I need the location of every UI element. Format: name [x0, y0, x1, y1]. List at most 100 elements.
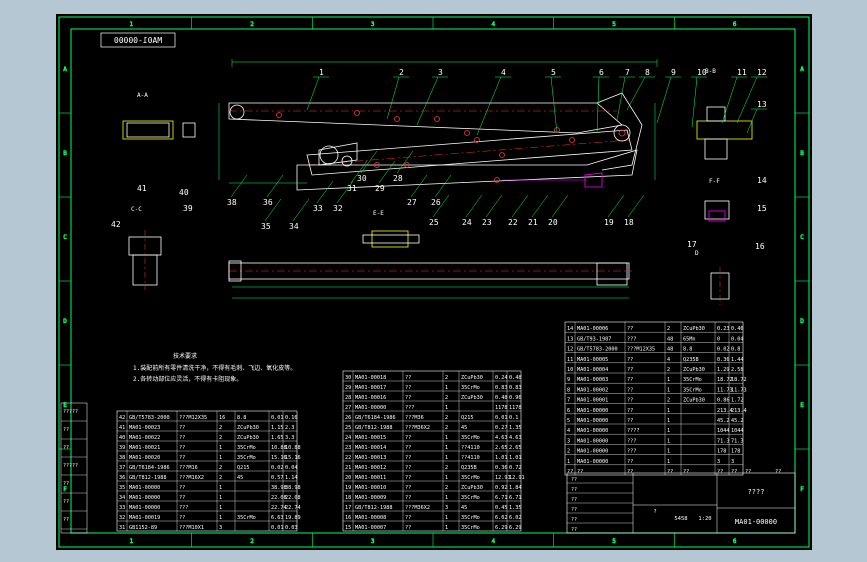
callout-number: 10 — [697, 68, 707, 77]
bom-cell: 1 — [445, 445, 448, 451]
bom-cell: MA01-00022 — [129, 435, 160, 441]
bom-cell: GB/T6184-1986 — [355, 415, 396, 421]
zone-col-label: 4 — [492, 538, 496, 545]
bom-cell: ?? — [627, 408, 633, 414]
bom-cell: 1 — [567, 459, 570, 465]
bom-cell: MA01-00021 — [129, 445, 160, 451]
bom-cell: ?? — [405, 485, 411, 491]
section-label: D — [695, 250, 699, 257]
bom-cell: 1 — [445, 515, 448, 521]
bom-cell: ???? — [627, 428, 640, 434]
bom-cell: 30 — [345, 375, 351, 381]
bom-cell: 15 — [345, 525, 351, 531]
bom-cell: 2 — [219, 475, 222, 481]
callout-number: 28 — [393, 174, 403, 183]
bom-cell: 1 — [445, 525, 448, 531]
bom-header-cell: ?? — [567, 469, 573, 475]
bom-cell: ?? — [405, 375, 411, 381]
bom-cell: 10 — [567, 367, 573, 373]
zone-col-label: 3 — [371, 21, 375, 28]
bom-cell: 178 — [731, 449, 740, 455]
bom-cell: MA01-00000 — [129, 485, 160, 491]
callout-number: 13 — [757, 100, 767, 109]
bom-cell: ?? — [627, 387, 633, 393]
bom-cell: 11.73 — [731, 387, 747, 393]
bom-cell: ZCuPb30 — [461, 485, 483, 491]
bom-cell: ??? — [179, 505, 188, 511]
bom-cell: ?? — [179, 445, 185, 451]
bom-cell: 22.74 — [271, 505, 287, 511]
bom-cell: MA01-00004 — [577, 367, 608, 373]
bom-cell: 3.3 — [285, 435, 294, 441]
title-row-label: ?? — [571, 477, 577, 483]
bom-cell: 0 — [717, 336, 720, 342]
main-assembly-view — [218, 59, 658, 191]
bom-cell: 1 — [667, 438, 670, 444]
bom-cell: 2 — [219, 435, 222, 441]
bom-cell: 0.46 — [731, 326, 744, 332]
bom-cell: 35CrMo — [461, 495, 480, 501]
bom-cell: 0.48 — [495, 395, 508, 401]
bom-cell: Q215 — [237, 465, 250, 471]
bom-cell: 0.1 — [509, 415, 518, 421]
bom-cell: 0.04 — [285, 465, 298, 471]
bom-cell: ???M12X35 — [179, 415, 207, 421]
bom-cell: 35CrMo — [683, 387, 702, 393]
bom-cell: 1044 — [717, 428, 730, 434]
bom-cell: 0.02 — [717, 347, 730, 353]
bom-cell: 6.02 — [509, 515, 522, 521]
bottom-elevation-view — [228, 260, 632, 299]
bom-cell: 8.8 — [237, 415, 246, 421]
bom-cell: MA01-00006 — [577, 326, 608, 332]
outer-frame — [58, 16, 810, 548]
bom-header-cell: ?? — [745, 469, 751, 475]
bom-cell: 178 — [717, 449, 726, 455]
section-view-cc — [128, 230, 162, 290]
bom-cell: ?? — [179, 435, 185, 441]
callout-number: 21 — [528, 218, 538, 227]
bom-cell: 22.08 — [271, 495, 287, 501]
stamp-cell: ????? — [63, 409, 78, 415]
bom-cell: 16 — [345, 515, 351, 521]
bom-cell: MA01-00015 — [355, 435, 386, 441]
bom-cell: 1 — [445, 455, 448, 461]
bom-cell: 0.96 — [509, 395, 522, 401]
bom-cell: 1.35 — [509, 425, 522, 431]
bom-cell: 2.65 — [495, 445, 508, 451]
callout-number: 38 — [227, 198, 237, 207]
bom-cell: 5 — [567, 418, 570, 424]
bom-cell: 48 — [667, 347, 673, 353]
bom-cell: MA01-00020 — [129, 455, 160, 461]
sheet-count: ? — [653, 509, 656, 515]
bom-cell: 1 — [667, 428, 670, 434]
bom-cell: 35CrMo — [461, 525, 480, 531]
bom-cell: ?? — [627, 367, 633, 373]
bom-cell: MA01-00011 — [355, 475, 386, 481]
bom-cell: MA01-00010 — [355, 485, 386, 491]
bom-cell: Q235B — [461, 465, 477, 471]
technical-notes: 技术要求1.装配前所有零件清洗干净，不得有毛刺、飞边、氧化皮等。2.各转动部位应… — [133, 352, 296, 383]
bom-cell: 1 — [667, 387, 670, 393]
bom-cell: ???M36 — [405, 415, 424, 421]
bom-cell: 33 — [119, 505, 125, 511]
bom-cell: ?? — [627, 326, 633, 332]
title-row-label: ?? — [571, 507, 577, 513]
callout-number: 4 — [501, 68, 506, 77]
bom-cell: ??? — [627, 336, 636, 342]
stamp-cell: ?? — [63, 445, 69, 451]
section-view-d — [710, 267, 730, 305]
callout-number: 27 — [407, 198, 417, 207]
bom-cell: ?? — [405, 515, 411, 521]
bom-cell: MA01-00007 — [355, 525, 386, 531]
bom-cell: 2 — [667, 326, 670, 332]
bom-cell: 1 — [667, 459, 670, 465]
bom-cell: 1 — [219, 445, 222, 451]
bom-cell: GB/T6184-1986 — [129, 465, 170, 471]
section-view-bb — [696, 106, 753, 160]
bom-cell: ?? — [627, 459, 633, 465]
bom-cell: 15.16 — [271, 455, 287, 461]
bom-cell: ?? — [405, 385, 411, 391]
callout-number: 29 — [375, 184, 385, 193]
